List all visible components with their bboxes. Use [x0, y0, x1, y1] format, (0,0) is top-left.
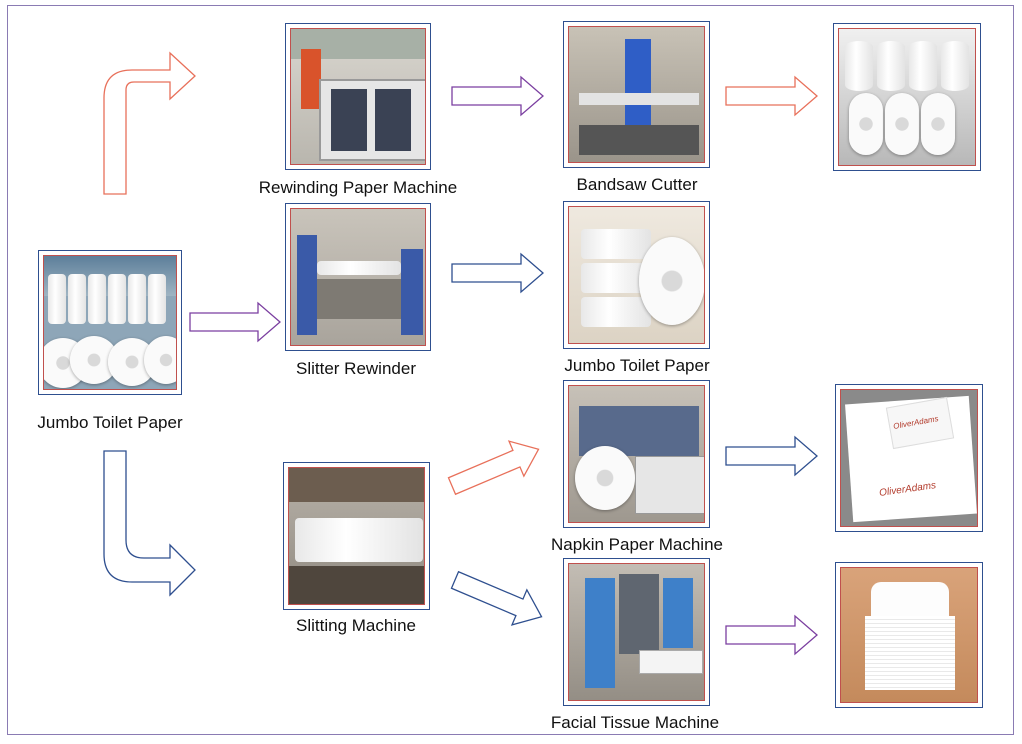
- arrow-to-slitter: [189, 301, 281, 343]
- napkin-machine-photo: [563, 380, 710, 528]
- jumbo-product-photo: [563, 201, 710, 349]
- arrow-to-facial-machine: [450, 570, 543, 626]
- napkins-photo: OliverAdams OliverAdams: [835, 384, 983, 532]
- jumbo-source-caption: Jumbo Toilet Paper: [37, 413, 183, 432]
- facial-machine-caption: Facial Tissue Machine: [550, 713, 720, 732]
- arrow-to-napkin-machine: [447, 440, 540, 496]
- slitting-machine-photo: [283, 462, 430, 610]
- arrow-to-tissue-box: [725, 614, 818, 656]
- arrow-to-toilet-rolls: [725, 75, 818, 117]
- tissue-box-photo: [835, 562, 983, 708]
- jumbo-source-photo: [38, 250, 182, 395]
- napkin-machine-caption: Napkin Paper Machine: [551, 535, 723, 554]
- arrow-to-rewinding: [103, 51, 196, 195]
- slitting-machine-caption: Slitting Machine: [295, 616, 417, 635]
- rewinding-machine-photo: [285, 23, 431, 170]
- arrow-to-slitting: [103, 450, 196, 597]
- bandsaw-cutter-caption: Bandsaw Cutter: [576, 175, 698, 194]
- rewinding-machine-caption: Rewinding Paper Machine: [258, 178, 458, 197]
- arrow-to-jumbo-product: [451, 252, 544, 294]
- facial-machine-photo: [563, 558, 710, 706]
- arrow-to-bandsaw: [451, 75, 544, 117]
- diagram-frame: [7, 5, 1014, 735]
- jumbo-product-caption: Jumbo Toilet Paper: [564, 356, 710, 375]
- slitter-rewinder-photo: [285, 203, 431, 351]
- toilet-rolls-photo: [833, 23, 981, 171]
- slitter-rewinder-caption: Slitter Rewinder: [296, 359, 416, 378]
- bandsaw-cutter-photo: [563, 21, 710, 168]
- arrow-to-napkins: [725, 435, 818, 477]
